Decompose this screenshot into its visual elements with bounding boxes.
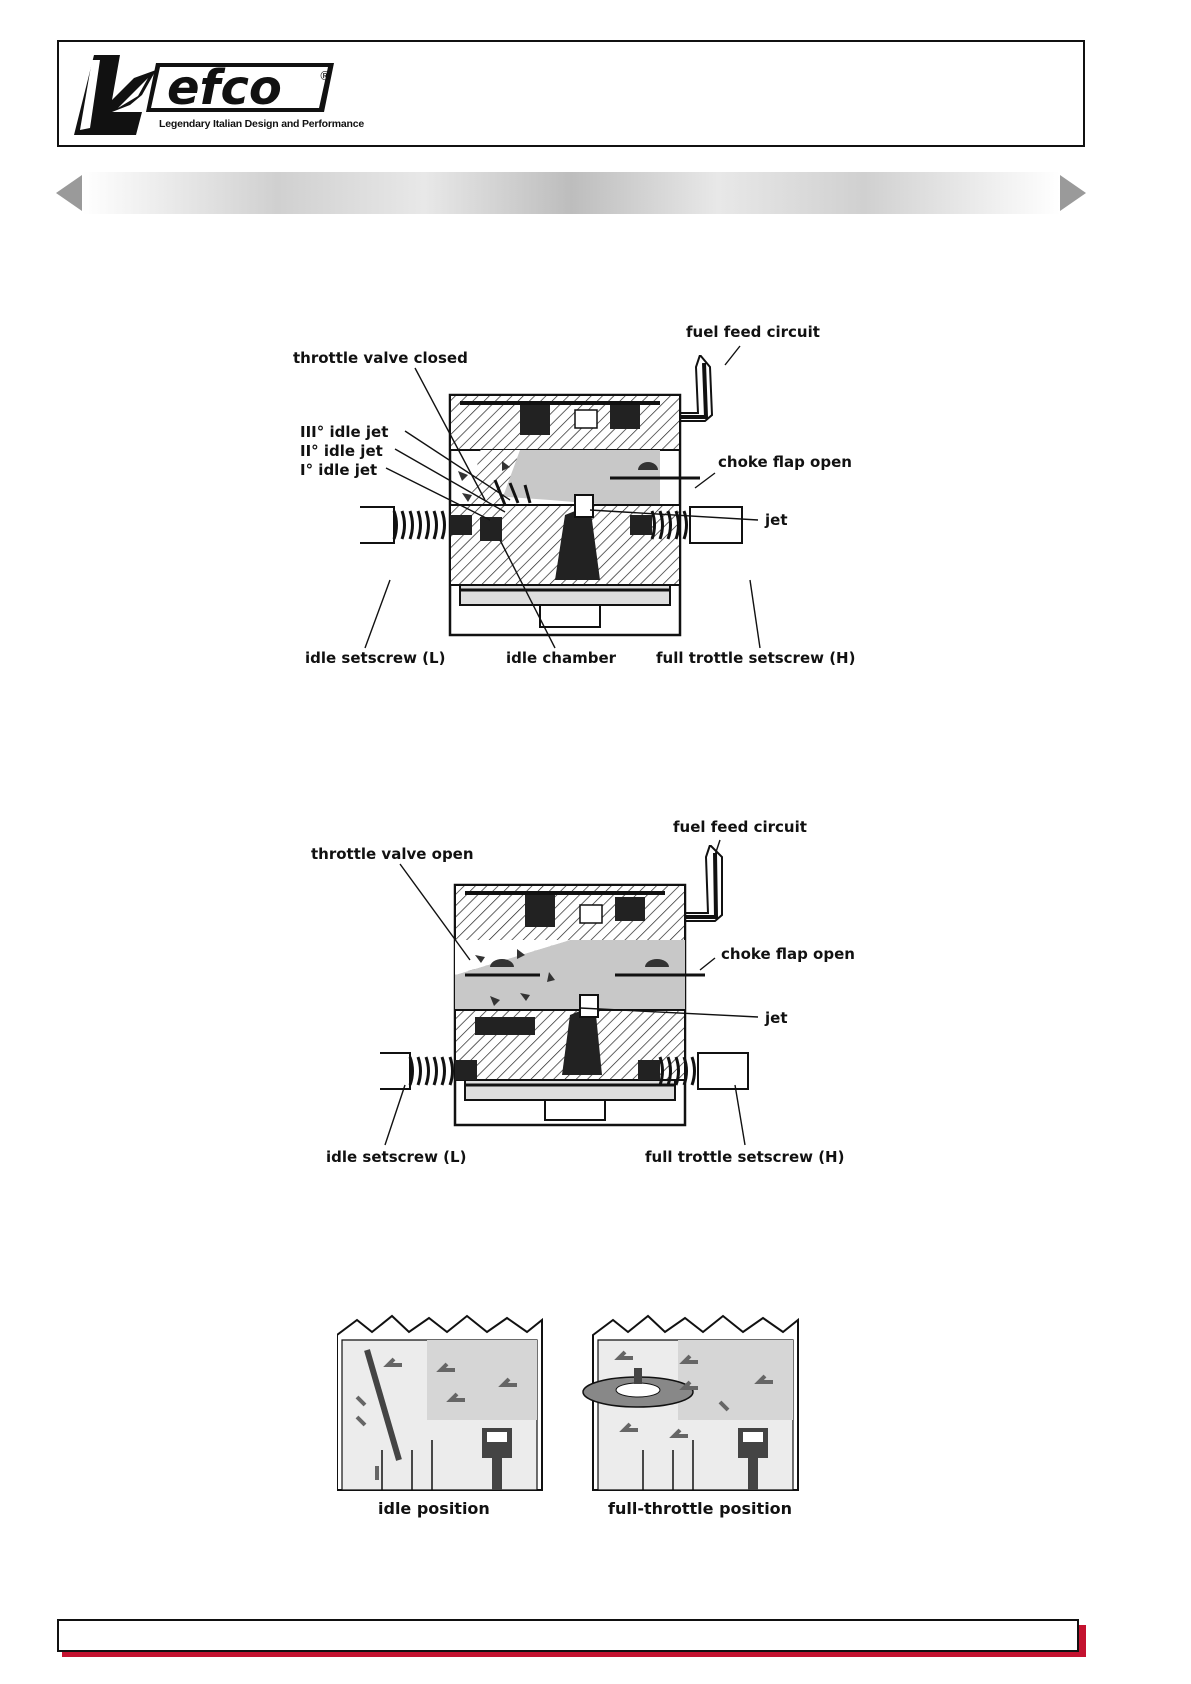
previous-page-arrow-icon[interactable] — [56, 175, 82, 211]
label-choke-open-2: choke flap open — [721, 945, 855, 963]
label-jet-2: jet — [765, 1009, 788, 1027]
label-fuel-feed-2: fuel feed circuit — [673, 818, 807, 836]
brand-tagline: Legendary Italian Design and Performance — [159, 118, 364, 130]
label-idle-jet-1: I° idle jet — [300, 461, 378, 479]
label-idle-setscrew-1: idle setscrew (L) — [305, 649, 446, 667]
label-idle-jet-2: II° idle jet — [300, 442, 383, 460]
label-idle-position: idle position — [378, 1499, 490, 1518]
label-idle-chamber: idle chamber — [506, 649, 617, 667]
idle-position-diagram — [337, 1314, 543, 1491]
nav-bar — [82, 172, 1060, 214]
next-page-arrow-icon[interactable] — [1060, 175, 1086, 211]
label-full-throttle-position: full-throttle position — [608, 1499, 793, 1518]
label-idle-setscrew-2: idle setscrew (L) — [326, 1148, 467, 1166]
label-throttle-open: throttle valve open — [311, 845, 474, 863]
carburetor-idle-diagram — [360, 355, 743, 637]
label-fuel-feed-1: fuel feed circuit — [686, 323, 820, 341]
label-full-setscrew-2: full trottle setscrew (H) — [645, 1148, 845, 1166]
label-choke-open-1: choke flap open — [718, 453, 852, 471]
label-full-setscrew-1: full trottle setscrew (H) — [656, 649, 856, 667]
registered-mark: ® — [319, 69, 331, 83]
efco-logo: efco ® — [74, 55, 334, 135]
brand-wordmark: efco — [167, 60, 282, 116]
carburetor-full-throttle-diagram — [380, 845, 749, 1127]
footer-box — [57, 1619, 1079, 1652]
label-jet-1: jet — [765, 511, 788, 529]
label-idle-jet-3: III° idle jet — [300, 423, 389, 441]
full-throttle-position-diagram — [582, 1314, 799, 1491]
label-throttle-closed: throttle valve closed — [293, 349, 468, 367]
